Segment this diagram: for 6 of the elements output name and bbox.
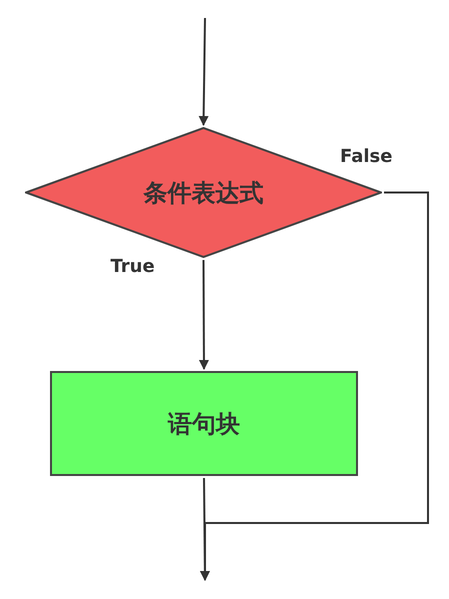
condition-text: 条件表达式 bbox=[144, 178, 264, 208]
arrow bbox=[198, 260, 209, 370]
process-box bbox=[50, 371, 358, 476]
arrow bbox=[200, 192, 429, 581]
arrow bbox=[198, 18, 209, 126]
statement-text: 语句块 bbox=[168, 408, 240, 440]
